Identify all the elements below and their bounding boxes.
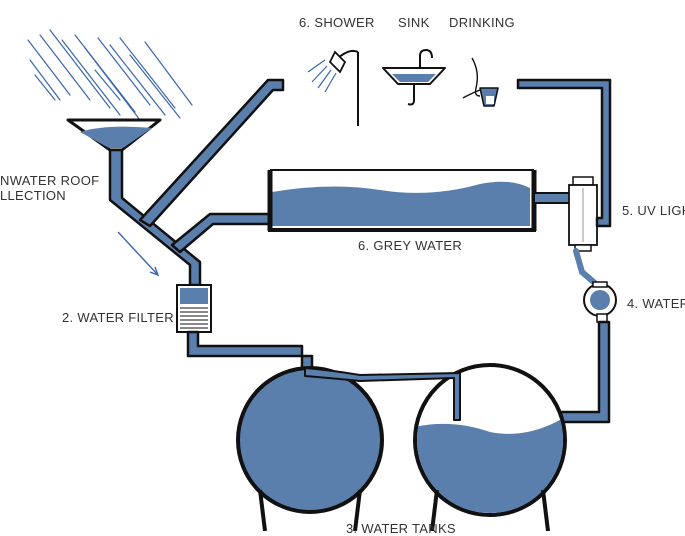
drinking-glass-icon xyxy=(462,57,499,107)
grey-water-tank xyxy=(267,169,537,232)
uv-light-icon xyxy=(568,176,598,252)
water-tank-left xyxy=(236,366,384,532)
drinking-label: DRINKING xyxy=(449,15,515,30)
flow-arrow-icon xyxy=(117,231,160,277)
pump-to-tank-pipe xyxy=(558,320,611,424)
shower-icon xyxy=(307,49,359,126)
water-tank-right xyxy=(413,363,567,532)
water-pump-label: 4. WATER xyxy=(627,296,685,311)
sink-label: SINK xyxy=(398,15,430,30)
pump-hose xyxy=(573,248,599,287)
rainwater-label-line1: NWATER ROOF xyxy=(0,173,100,188)
filter-icon xyxy=(176,284,212,333)
shower-label: 6. SHOWER xyxy=(299,15,375,30)
rain-icon xyxy=(27,29,193,121)
collection-funnel xyxy=(66,118,162,152)
water-filter-label: 2. WATER FILTER xyxy=(62,310,174,325)
uv-to-drinking-pipe xyxy=(516,78,612,228)
grey-water-label: 6. GREY WATER xyxy=(358,238,463,253)
sink-icon xyxy=(382,48,446,106)
filter-outlet-pipe xyxy=(186,330,314,372)
shower-supply-pipe xyxy=(138,78,285,228)
grey-to-uv-pipe xyxy=(533,192,573,204)
rainwater-label-line2: LLECTION xyxy=(0,188,66,203)
tank-connector-pipe xyxy=(304,367,461,421)
pump-icon xyxy=(583,281,617,323)
uv-light-label: 5. UV LIGH xyxy=(622,203,685,218)
water-tanks-label: 3. WATER TANKS xyxy=(346,521,456,536)
grey-water-pipe xyxy=(170,212,272,254)
